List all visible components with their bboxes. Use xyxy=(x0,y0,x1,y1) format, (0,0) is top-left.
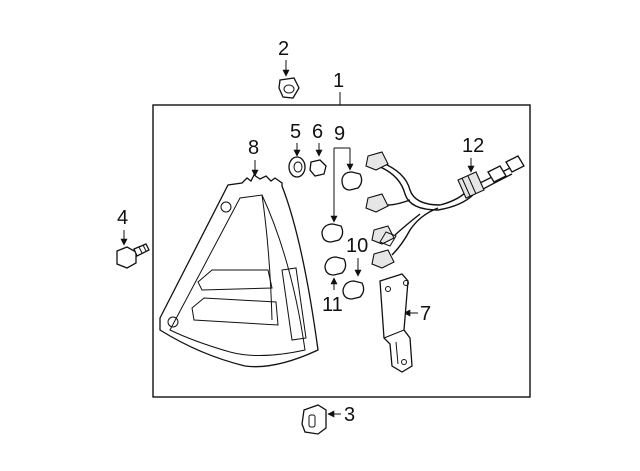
assembly-frame xyxy=(152,104,531,398)
callout-7-label: 7 xyxy=(420,303,431,325)
callout-3-label: 3 xyxy=(344,404,355,426)
part-6-socket: 6 xyxy=(309,121,327,177)
callout-6-label: 6 xyxy=(312,121,323,143)
part-10-bulb: 10 xyxy=(342,235,368,300)
part-8-lamp-housing: 8 xyxy=(159,137,319,368)
part-2-clip: 2 xyxy=(278,38,300,99)
callout-2-label: 2 xyxy=(278,38,289,60)
callout-10-label: 10 xyxy=(346,235,368,257)
part-4-bolt: 4 xyxy=(116,207,150,269)
callout-12-label: 12 xyxy=(462,135,484,157)
part-9-bulbs: 9 xyxy=(321,123,363,243)
callout-1-label: 1 xyxy=(333,70,344,92)
part-5-gasket: 5 xyxy=(288,121,306,178)
part-12-wiring-harness: 12 xyxy=(365,135,525,269)
callout-11-label: 11 xyxy=(322,294,343,316)
callout-5-label: 5 xyxy=(290,121,301,143)
callout-4-label: 4 xyxy=(117,207,128,229)
part-3-clip: 3 xyxy=(301,404,355,435)
callout-9-label: 9 xyxy=(334,123,345,145)
part-7-bracket: 7 xyxy=(379,273,431,373)
part-11-bulb: 11 xyxy=(322,256,347,316)
callout-8-label: 8 xyxy=(248,137,259,159)
callout-1: 1 xyxy=(333,70,344,105)
